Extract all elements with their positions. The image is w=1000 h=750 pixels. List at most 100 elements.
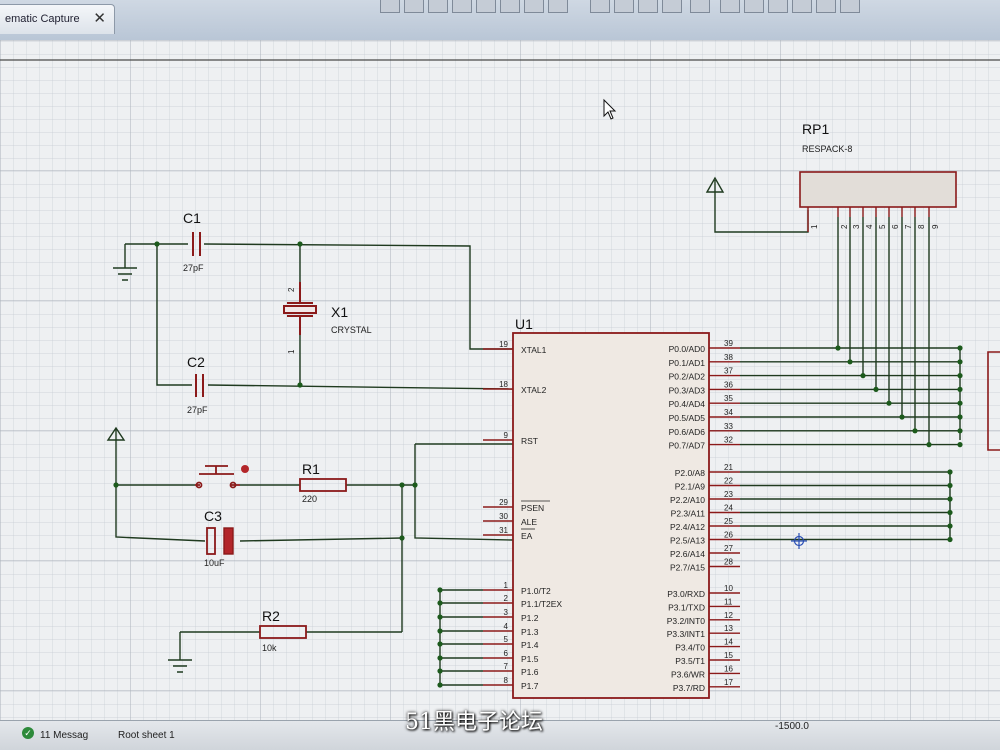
c3-ref: C3 <box>204 508 222 524</box>
u1-pin-1[interactable]: 1P1.0/T2 <box>483 581 551 596</box>
close-icon[interactable]: ✕ <box>93 10 106 27</box>
resistor-r1[interactable]: R1 220 <box>299 461 347 504</box>
junction-dot <box>399 535 405 541</box>
toolbar-button[interactable] <box>524 0 544 13</box>
rp1-pin-6[interactable]: 6 <box>888 207 900 229</box>
toolbar-button[interactable] <box>662 0 682 13</box>
pin-name: P3.3/INT1 <box>667 629 706 639</box>
toolbar-button[interactable] <box>768 0 788 13</box>
toolbar-button[interactable] <box>792 0 812 13</box>
junction-dot <box>957 428 963 434</box>
messages-ok-icon[interactable]: ✓ <box>22 727 34 739</box>
toolbar-button[interactable] <box>428 0 448 13</box>
switch-state-indicator[interactable] <box>241 465 249 473</box>
rp1-pin-7[interactable]: 7 <box>901 207 913 229</box>
u1-pin-7[interactable]: 7P1.6 <box>483 662 539 677</box>
toolbar-button[interactable] <box>614 0 634 13</box>
toolbar-button[interactable] <box>744 0 764 13</box>
capacitor-c3[interactable]: C3 10uF <box>204 508 234 568</box>
pin-name: P1.5 <box>521 654 539 664</box>
rp1-pin-8[interactable]: 8 <box>914 207 926 229</box>
status-messages[interactable]: 11 Messag <box>40 730 89 741</box>
zoom-button[interactable] <box>590 0 610 13</box>
toolbar-button[interactable] <box>500 0 520 13</box>
pin-number: 28 <box>724 558 733 567</box>
toolbar-button[interactable] <box>548 0 568 13</box>
tab-schematic-capture[interactable]: ematic Capture ✕ <box>0 4 115 34</box>
rp1-pin-1[interactable]: 1 <box>807 207 819 232</box>
u1-pin-8[interactable]: 8P1.7 <box>483 676 539 691</box>
toolbar-button[interactable] <box>690 0 710 13</box>
x1-pin-top: 2 <box>287 287 296 292</box>
reset-button-switch[interactable] <box>195 465 249 489</box>
junction-dot <box>957 442 963 448</box>
rp1-value: RESPACK-8 <box>802 144 852 154</box>
pin-name: P3.6/WR <box>671 669 705 679</box>
u1-pin-6[interactable]: 6P1.5 <box>483 649 539 664</box>
u1-pin-3[interactable]: 3P1.2 <box>483 608 539 623</box>
junction-dot <box>437 628 443 634</box>
capacitor-c1[interactable]: C1 27pF <box>183 210 204 273</box>
rp1-pin-9[interactable]: 9 <box>928 207 940 229</box>
toolbar-button[interactable] <box>404 0 424 13</box>
rp1-pin-3[interactable]: 3 <box>849 207 861 229</box>
toolbar-button[interactable] <box>720 0 740 13</box>
pin-number: 5 <box>878 224 887 229</box>
capacitor-c2[interactable]: C2 27pF <box>187 354 208 415</box>
toolbar-button[interactable] <box>380 0 400 13</box>
x1-value: CRYSTAL <box>331 325 372 335</box>
junction-dot <box>957 386 963 392</box>
u1-pin-2[interactable]: 2P1.1/T2EX <box>483 594 562 609</box>
ic-u1[interactable]: U1 19XTAL118XTAL29RST29PSEN30ALE31EA1P1.… <box>483 316 740 699</box>
pin-number: 35 <box>724 394 733 403</box>
toolbar-button[interactable] <box>816 0 836 13</box>
u1-pin-4[interactable]: 4P1.3 <box>483 622 539 637</box>
rp1-pin-2[interactable]: 2 <box>837 207 849 229</box>
pin-name: P1.1/T2EX <box>521 599 562 609</box>
toolbar-button[interactable] <box>452 0 472 13</box>
probe-marker-icon[interactable] <box>791 533 807 549</box>
toolbar-button[interactable] <box>840 0 860 13</box>
toolbar-button[interactable] <box>638 0 658 13</box>
rp1-pin-4[interactable]: 4 <box>862 207 874 229</box>
u1-pin-5[interactable]: 5P1.4 <box>483 635 539 650</box>
resistor-r2[interactable]: R2 10k <box>259 608 307 653</box>
crystal-x1[interactable]: 2 1 X1 CRYSTAL <box>283 282 372 354</box>
pin-number: 8 <box>504 676 509 685</box>
schematic-canvas[interactable]: C1 27pF C2 27pF 2 1 X1 <box>0 40 1000 720</box>
rp1-pin-5[interactable]: 5 <box>875 207 887 229</box>
r2-value: 10k <box>262 643 277 653</box>
toolbar-button[interactable] <box>476 0 496 13</box>
